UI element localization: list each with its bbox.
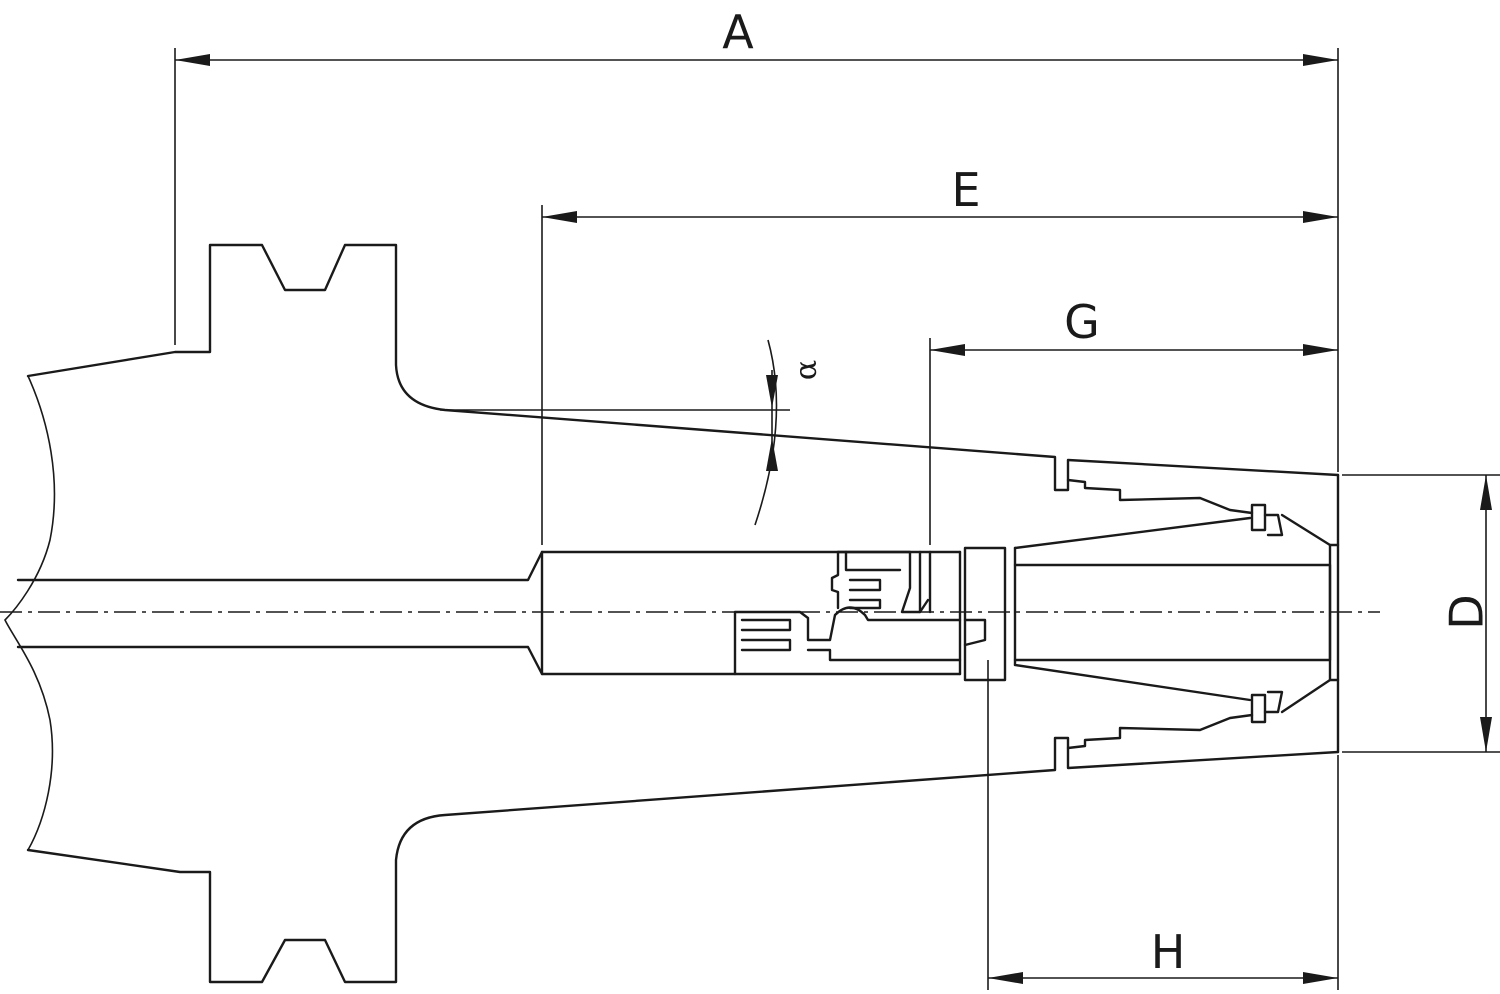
dimension-a: [175, 54, 1338, 66]
collet-seat-lower: [1013, 663, 1340, 750]
dimension-d: [1480, 475, 1492, 752]
holder-body-outline: [4, 243, 1340, 984]
dimension-g: [930, 344, 1338, 356]
dimension-label-a: A: [722, 5, 754, 59]
dimension-alpha: [754, 339, 778, 526]
extension-lines: [174, 48, 1500, 990]
dimension-e: [542, 211, 1338, 223]
central-shank: [16, 550, 962, 676]
dimension-label-d: D: [1440, 594, 1494, 629]
dimension-label-g: G: [1064, 295, 1100, 349]
collet-seat-upper: [1013, 478, 1340, 550]
stop-screw-assembly: [733, 546, 1007, 682]
dimension-h: [988, 972, 1338, 984]
dimension-label-h: H: [1151, 925, 1186, 979]
dimension-label-e: E: [951, 163, 980, 217]
dimension-label-alpha: α: [789, 360, 824, 380]
